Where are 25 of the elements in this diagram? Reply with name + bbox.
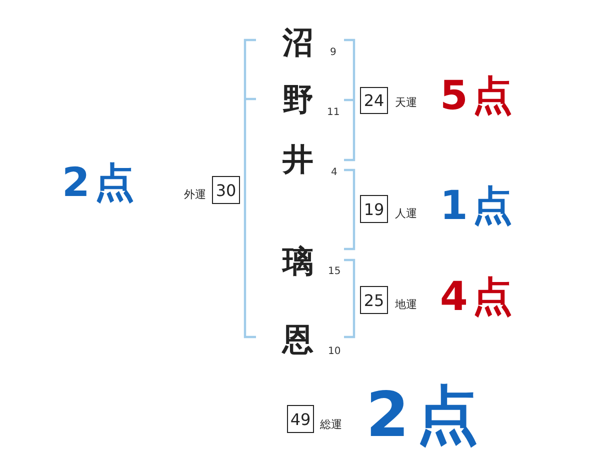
score-text: 2点	[366, 384, 486, 446]
stroke-count: 10	[328, 347, 341, 357]
fortune-label: 天運	[395, 96, 417, 108]
fortune-label: 地運	[395, 298, 417, 310]
stroke-count: 9	[330, 48, 336, 58]
name-character: 璃	[282, 246, 314, 278]
name-character: 野	[282, 84, 314, 116]
number-box: 49	[287, 405, 314, 433]
score-text: 5点	[440, 76, 518, 116]
fortune-label: 人運	[395, 208, 417, 218]
number-box: 19	[360, 195, 388, 223]
stroke-count: 4	[331, 168, 338, 178]
score-text: 2点	[62, 163, 140, 203]
stroke-count: 11	[327, 108, 340, 118]
fortune-label: 外運	[184, 188, 206, 200]
stroke-count: 15	[328, 267, 341, 277]
name-character: 井	[282, 144, 314, 176]
number-box: 30	[212, 176, 240, 204]
name-character: 恩	[282, 324, 314, 356]
number-box: 25	[360, 286, 388, 314]
name-character: 沼	[282, 28, 314, 58]
score-text: 4点	[440, 277, 518, 317]
number-box: 24	[360, 87, 388, 114]
score-text: 1点	[440, 186, 518, 226]
fortune-label: 総運	[320, 418, 342, 430]
